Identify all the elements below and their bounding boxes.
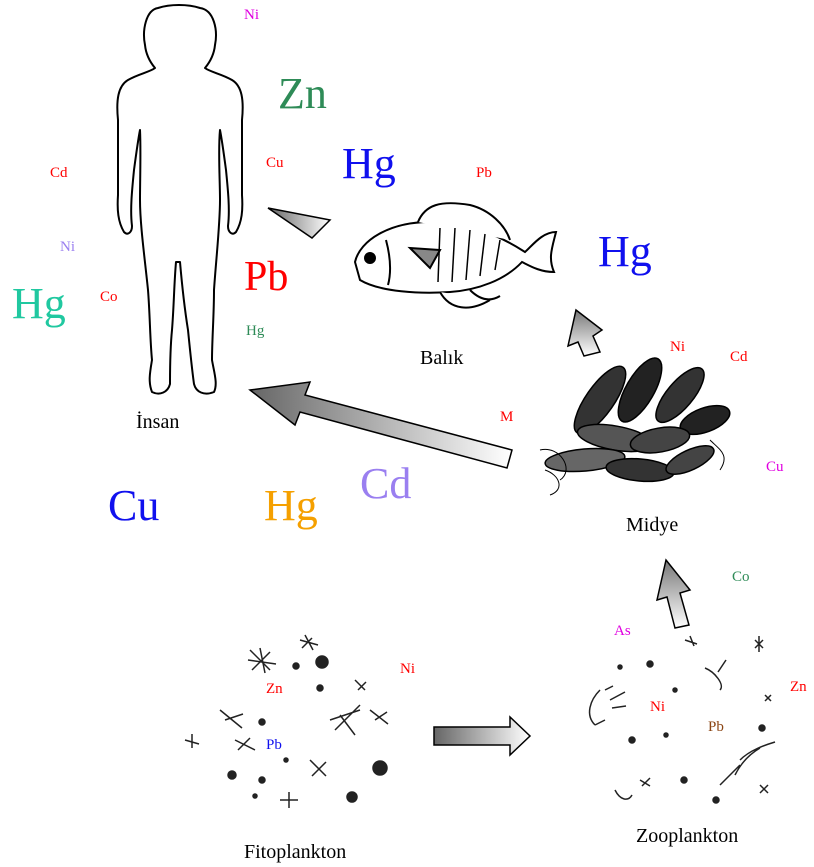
- arrow-mussel-to-human: [250, 382, 512, 468]
- metal-cd: Cd: [50, 166, 68, 181]
- arrow-phytoplankton-to-zooplankton: [434, 717, 530, 755]
- metal-ni: Ni: [244, 8, 259, 23]
- arrow-fish-to-human: [268, 208, 330, 238]
- label-insan: İnsan: [136, 412, 179, 432]
- label-zooplankton: Zooplankton: [636, 826, 738, 846]
- mussel-illustration: [540, 352, 734, 495]
- fish-illustration: [355, 203, 556, 307]
- metal-cd: Cd: [360, 462, 411, 506]
- metal-co: Co: [100, 290, 118, 305]
- label-midye: Midye: [626, 515, 678, 535]
- metal-zn: Zn: [278, 72, 327, 116]
- metal-pb: Pb: [266, 738, 282, 753]
- label-fitoplankton: Fitoplankton: [244, 842, 346, 862]
- metal-cu: Cu: [266, 156, 284, 171]
- metal-pb: Pb: [476, 166, 492, 181]
- human-figure: [117, 5, 242, 394]
- metal-ni: Ni: [60, 240, 75, 255]
- metal-cd: Cd: [730, 350, 748, 365]
- metal-ni: Ni: [670, 340, 685, 355]
- metal-zn: Zn: [790, 680, 807, 695]
- metal-co: Co: [732, 570, 750, 585]
- metal-hg: Hg: [598, 230, 652, 274]
- metal-ni: Ni: [650, 700, 665, 715]
- metal-hg: Hg: [12, 282, 66, 326]
- metal-cu: Cu: [108, 484, 159, 528]
- label-balik: Balık: [420, 348, 463, 368]
- metal-hg: Hg: [246, 324, 264, 339]
- arrow-mussel-to-fish: [568, 310, 602, 356]
- metal-cu: Cu: [766, 460, 784, 475]
- metal-as: As: [614, 624, 631, 639]
- metal-pb: Pb: [708, 720, 724, 735]
- metal-hg: Hg: [264, 484, 318, 528]
- metal-pb: Pb: [244, 256, 288, 298]
- metal-ni: Ni: [400, 662, 415, 677]
- metal-m: M: [500, 410, 513, 425]
- zooplankton-illustration: [590, 636, 775, 803]
- metal-hg: Hg: [342, 142, 396, 186]
- metal-zn: Zn: [266, 682, 283, 697]
- arrow-zooplankton-to-mussel: [657, 560, 690, 628]
- phytoplankton-illustration: [185, 635, 388, 808]
